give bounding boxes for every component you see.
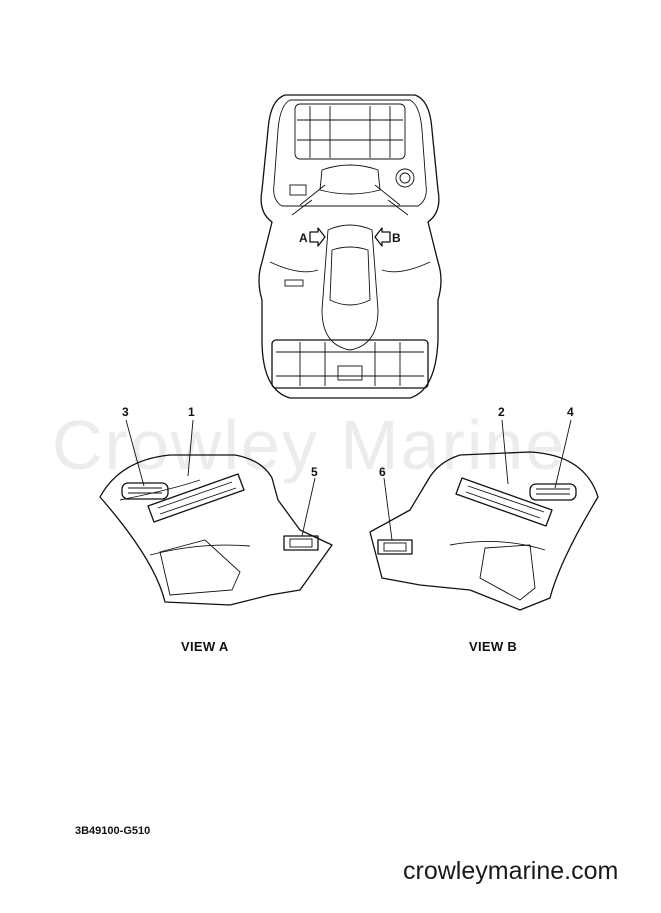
view-a-fender bbox=[99, 419, 333, 606]
decal-4 bbox=[529, 483, 577, 501]
view-a-label: VIEW A bbox=[181, 639, 229, 654]
callout-5: 5 bbox=[311, 465, 318, 479]
view-b-fender bbox=[369, 419, 599, 611]
decal-1-grizzly bbox=[147, 473, 245, 523]
view-b-label: VIEW B bbox=[469, 639, 518, 654]
decal-5 bbox=[283, 535, 319, 551]
callout-4: 4 bbox=[567, 405, 574, 419]
callout-1: 1 bbox=[188, 405, 195, 419]
arrow-label-a: A bbox=[299, 231, 308, 245]
decal-2-grizzly bbox=[455, 477, 553, 527]
decal-3 bbox=[121, 482, 169, 500]
part-code: 3B49100-G510 bbox=[75, 825, 151, 837]
arrow-label-b: B bbox=[392, 231, 401, 245]
decal-6 bbox=[377, 539, 413, 555]
atv-top-view bbox=[258, 94, 442, 399]
arrow-b-icon bbox=[374, 227, 391, 247]
watermark: Crowley Marine bbox=[52, 406, 567, 484]
callout-6: 6 bbox=[379, 465, 386, 479]
arrow-a-icon bbox=[309, 227, 326, 247]
site-url: crowleymarine.com bbox=[403, 857, 619, 885]
callout-3: 3 bbox=[122, 405, 129, 419]
callout-2: 2 bbox=[498, 405, 505, 419]
